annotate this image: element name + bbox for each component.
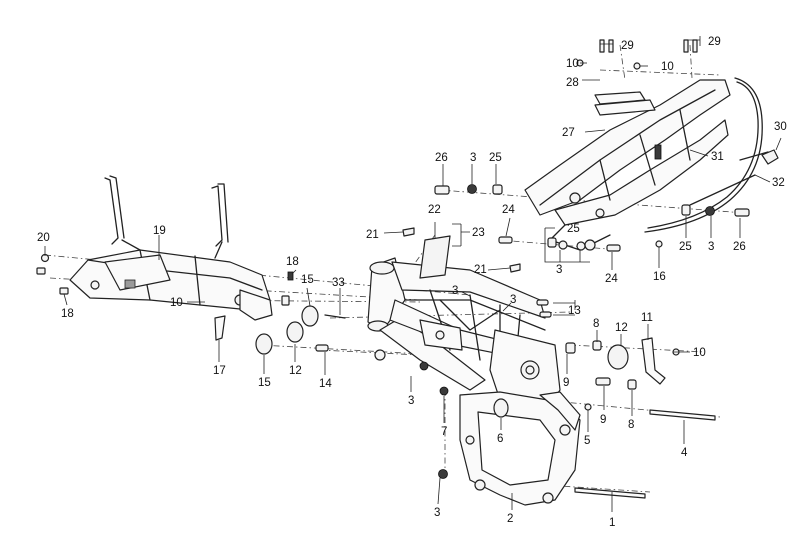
callout-33: 33: [332, 277, 345, 289]
callout-25: 25: [489, 152, 502, 164]
callout-24: 24: [502, 204, 515, 216]
callout-21: 21: [474, 264, 487, 276]
callout-17: 17: [213, 365, 226, 377]
callout-26: 26: [733, 241, 746, 253]
callout-16: 16: [653, 271, 666, 283]
callout-21: 21: [366, 229, 379, 241]
callout-1: 1: [609, 517, 615, 529]
callout-10: 10: [661, 61, 674, 73]
callout-25: 25: [679, 241, 692, 253]
callout-7: 7: [441, 426, 447, 438]
callout-30: 30: [774, 121, 787, 133]
main-frame: [367, 257, 581, 506]
callout-18: 18: [61, 308, 74, 320]
callout-12: 12: [289, 365, 302, 377]
callout-9: 9: [600, 414, 606, 426]
callout-14: 14: [319, 378, 332, 390]
callout-10: 10: [693, 347, 706, 359]
callout-11: 11: [641, 312, 653, 324]
callout-25: 25: [567, 223, 580, 235]
callout-6: 6: [497, 433, 503, 445]
callout-19: 19: [153, 225, 166, 237]
callout-15: 15: [301, 274, 314, 286]
callout-15: 15: [258, 377, 271, 389]
callout-3: 3: [470, 152, 476, 164]
callout-2: 2: [507, 513, 513, 525]
callout-28: 28: [566, 77, 579, 89]
callout-29: 29: [708, 36, 721, 48]
upper-rear-frame: [524, 77, 763, 251]
callout-27: 27: [562, 127, 575, 139]
callout-3: 3: [556, 264, 562, 276]
callout-10: 10: [170, 297, 183, 309]
callout-9: 9: [563, 377, 569, 389]
callout-22: 22: [428, 204, 441, 216]
callout-5: 5: [584, 435, 590, 447]
callout-24: 24: [605, 273, 618, 285]
callout-26: 26: [435, 152, 448, 164]
callout-18: 18: [286, 256, 299, 268]
callout-13: 13: [568, 305, 581, 317]
callout-3: 3: [708, 241, 714, 253]
hardware-parts: [36, 39, 779, 499]
callout-labels: 1 2 3 3 3 3 3 3 3 4 5 6 7 8 8 9 9 10 10 …: [37, 36, 787, 529]
callout-31: 31: [711, 151, 724, 163]
callout-3: 3: [452, 285, 458, 297]
leader-lines: [44, 36, 782, 512]
callout-3: 3: [434, 507, 440, 519]
callout-3: 3: [510, 294, 516, 306]
callout-20: 20: [37, 232, 50, 244]
rear-subframe: [69, 175, 273, 321]
callout-4: 4: [681, 447, 688, 459]
callout-32: 32: [772, 177, 785, 189]
callout-8: 8: [628, 419, 634, 431]
callout-12: 12: [615, 322, 628, 334]
callout-3: 3: [408, 395, 414, 407]
callout-23: 23: [472, 227, 485, 239]
callout-10: 10: [566, 58, 579, 70]
callout-29: 29: [621, 40, 634, 52]
callout-8: 8: [593, 318, 599, 330]
